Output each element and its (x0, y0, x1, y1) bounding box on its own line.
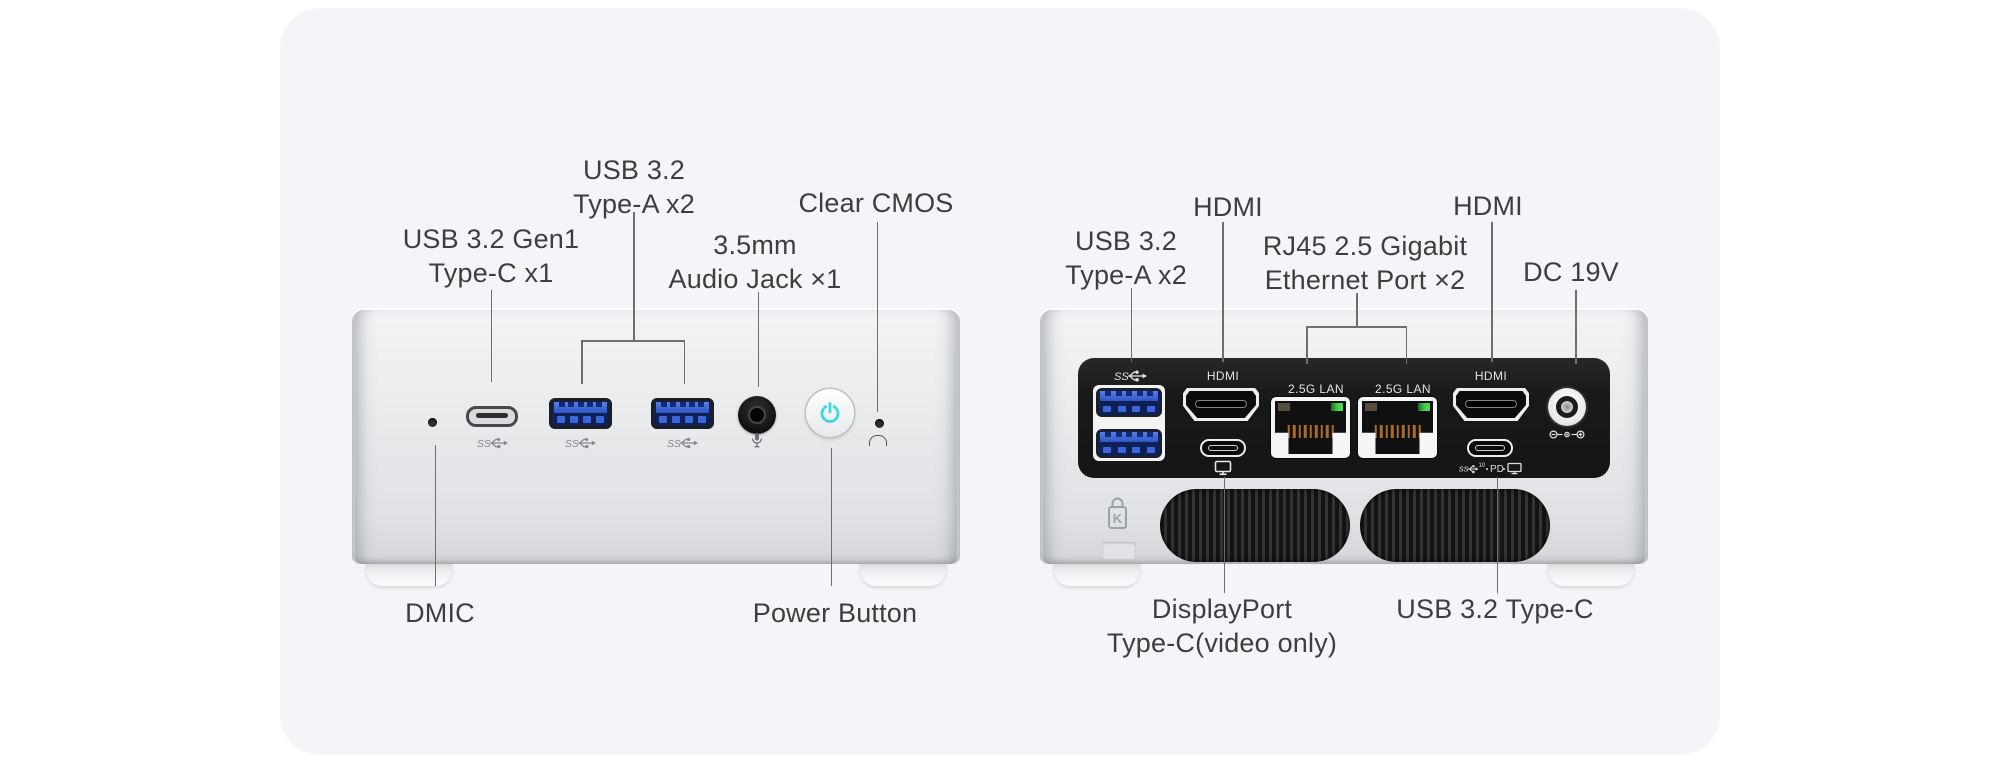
callout-line-clear-cmos (876, 222, 878, 412)
usb-a-tongue (656, 402, 709, 413)
callout-line-dmic (434, 445, 436, 586)
usb-a-pins (1103, 447, 1155, 453)
microphone-icon (751, 433, 763, 448)
kensington-slot (1102, 542, 1136, 559)
lan-port-label: 2.5G LAN (1288, 382, 1344, 396)
usb-a-pins (1103, 406, 1155, 412)
lan-led-green (1331, 403, 1343, 411)
ethernet-port-1 (1271, 397, 1350, 458)
usb-c-port-rear (1467, 439, 1513, 457)
dc-power-jack (1548, 388, 1586, 426)
usb-a-tongue (1100, 432, 1158, 442)
ss-text: ss (1459, 464, 1469, 475)
rear-foot-right (1548, 560, 1634, 586)
callout-line-usb-a-stem (633, 212, 635, 341)
dc-polarity-icon (1549, 430, 1585, 439)
ss-text: SS (477, 439, 491, 450)
callout-line-audio (757, 292, 759, 387)
lan-led-amber (1365, 403, 1377, 411)
usb-a-stack (1093, 385, 1165, 461)
front-foot-right (860, 560, 946, 586)
ethernet-opening (1362, 401, 1433, 454)
usb-c-capability-icons: ss 10 PD (1459, 462, 1522, 475)
callout-line-hdmi-left (1222, 222, 1224, 362)
ethernet-opening (1275, 401, 1346, 454)
lan-led-amber (1278, 403, 1290, 411)
usb-c-displayport (1200, 439, 1246, 457)
hdmi-port-1 (1183, 388, 1259, 421)
callout-line-usb-a-left (581, 340, 583, 384)
ss-text: SS (1114, 371, 1129, 383)
usb-a-port-2 (651, 398, 714, 429)
callout-line-usb-a-bracket (581, 340, 685, 342)
rear-device: SS HDMI (1040, 308, 1648, 564)
usb-superspeed-icon: SS (1114, 370, 1147, 383)
callout-line-power (830, 448, 832, 586)
callout-line-ethernet-left (1306, 326, 1308, 364)
dmic-hole (428, 418, 437, 427)
callout-line-usb-a-rear (1130, 288, 1132, 362)
callout-line-ethernet-bracket (1306, 326, 1407, 328)
usb-a-pins (659, 416, 706, 423)
callout-line-hdmi-right (1491, 222, 1493, 362)
power-button (806, 389, 854, 437)
usb-a-port-rear-top (1096, 388, 1162, 417)
usb-a-port-rear-bottom (1096, 429, 1162, 458)
headset-icon (869, 435, 887, 446)
callout-line-usb-a-right (683, 340, 685, 384)
hdmi-port-2 (1453, 388, 1529, 421)
hdmi-slot (1465, 400, 1517, 408)
callout-line-usb-c-rear (1496, 477, 1498, 593)
ethernet-pins (1374, 425, 1421, 438)
callout-line-usb-c-front (490, 290, 492, 382)
ethernet-port-2 (1358, 397, 1437, 458)
front-device: SS SS SS (352, 308, 960, 564)
hdmi-port-label: HDMI (1474, 369, 1508, 383)
callout-line-ethernet-stem (1356, 293, 1358, 327)
clear-cmos-pinhole (875, 419, 884, 428)
audio-jack-port (738, 396, 776, 434)
usb-a-pins (557, 416, 604, 423)
lan-led-green (1418, 403, 1430, 411)
rear-foot-left (1054, 560, 1140, 586)
power-icon (820, 402, 840, 423)
hdmi-port-label: HDMI (1206, 369, 1240, 383)
usb-superspeed-icon: SS (565, 437, 597, 450)
kensington-lock-icon: K (1108, 497, 1127, 529)
ss-text: SS (565, 439, 579, 450)
kensington-k-text: K (1113, 511, 1123, 526)
lan-port-label: 2.5G LAN (1375, 382, 1431, 396)
monitor-icon (1214, 460, 1232, 476)
gen-speed-text: 10 (1479, 463, 1486, 469)
usb-superspeed-icon: SS (667, 437, 699, 450)
usb-c-port-front (466, 406, 518, 427)
vent-grille-left (1160, 489, 1350, 562)
usb-a-port-1 (549, 398, 612, 429)
usb-a-tongue (1100, 391, 1158, 401)
callout-line-displayport (1223, 477, 1225, 593)
callout-line-ethernet-right (1405, 326, 1407, 364)
hdmi-slot (1195, 400, 1247, 408)
pd-text: PD (1490, 464, 1504, 475)
ss-text: SS (667, 439, 681, 450)
rear-io-panel: SS HDMI (1078, 358, 1610, 478)
ethernet-pins (1287, 425, 1334, 438)
callout-line-dc (1575, 290, 1577, 364)
vent-grille-right (1360, 489, 1550, 562)
front-foot-left (366, 560, 452, 586)
usb-superspeed-icon: SS (477, 437, 509, 450)
usb-a-tongue (554, 402, 607, 413)
